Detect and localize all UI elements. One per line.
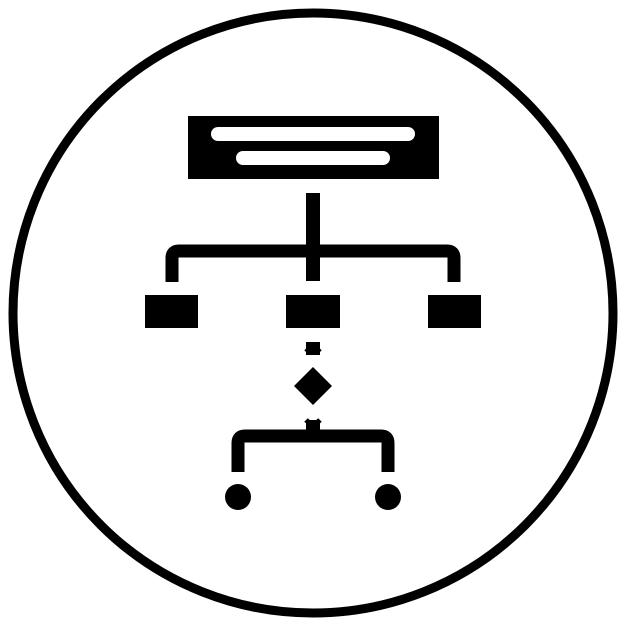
child-box-left [145, 295, 198, 328]
terminal-node-left [225, 484, 251, 510]
outer-circle [8, 8, 618, 618]
child-box-right [428, 295, 481, 328]
terminal-node-right [375, 484, 401, 510]
lower-branch-connector [231, 429, 395, 472]
diamond-bracket-top [304, 346, 322, 354]
header-line-1 [211, 127, 415, 141]
child-box-center [286, 295, 340, 328]
decision-diamond [294, 367, 332, 405]
header-line-2 [236, 151, 390, 165]
header-block [188, 116, 439, 179]
tree-trunk [306, 193, 320, 281]
branch-connector [165, 244, 461, 282]
